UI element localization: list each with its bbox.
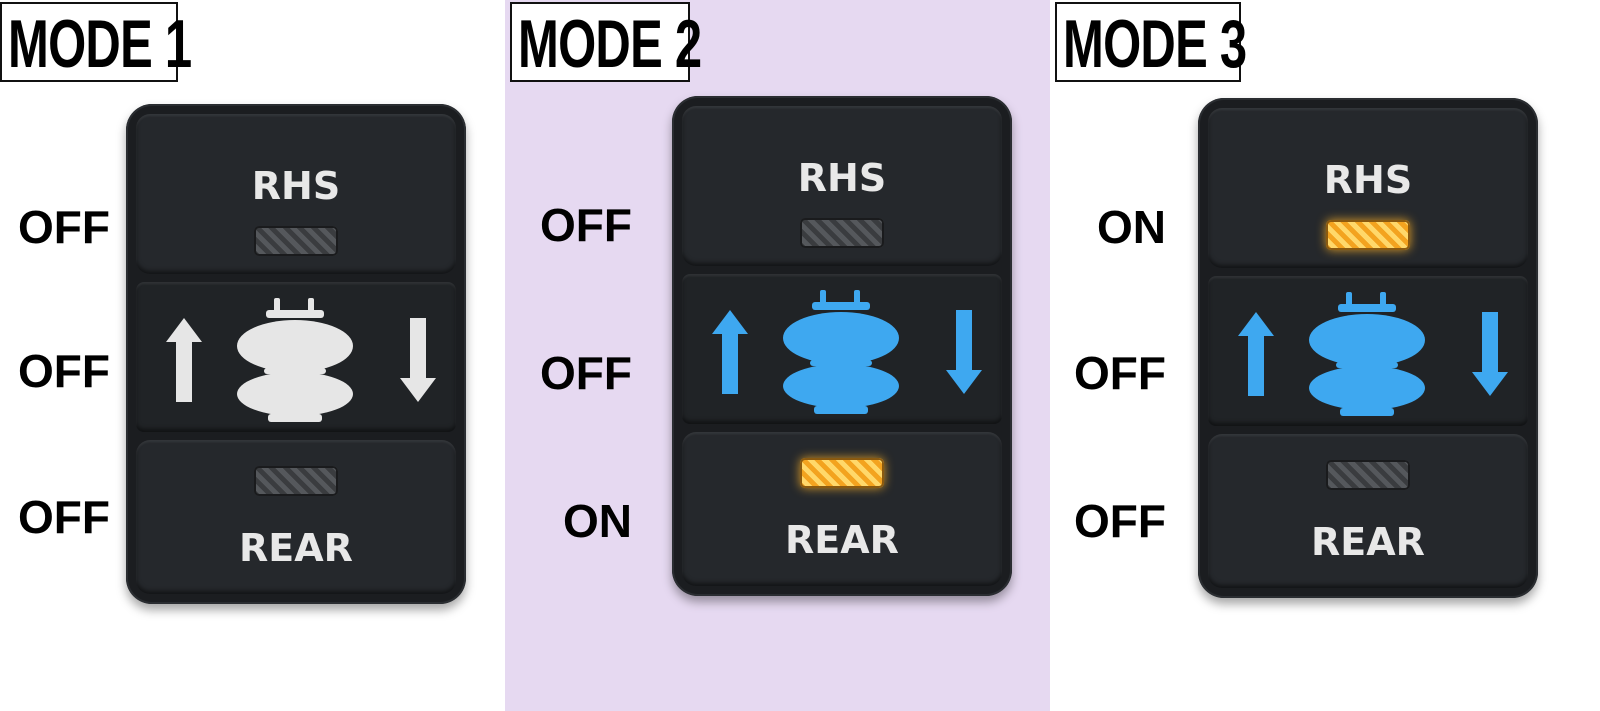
mode-2-rhs-panel[interactable]: RHS bbox=[682, 106, 1002, 266]
down-arrow-icon bbox=[1472, 312, 1508, 396]
mode-1-rhs-panel[interactable]: RHS bbox=[136, 114, 456, 274]
mode-3-rhs-label: RHS bbox=[1323, 158, 1413, 202]
mode-3-rhs-panel[interactable]: RHS bbox=[1208, 108, 1528, 268]
mode-1-height-panel[interactable] bbox=[136, 282, 456, 432]
mode-1-rear-label: REAR bbox=[239, 526, 353, 570]
up-arrow-icon bbox=[1238, 312, 1274, 396]
mode-2-rear-panel[interactable]: REAR bbox=[682, 432, 1002, 586]
down-arrow-icon bbox=[946, 310, 982, 394]
mode-2-state-mid: OFF bbox=[540, 347, 632, 399]
mode-1-state-bot: OFF bbox=[18, 491, 110, 543]
mode-2-height-panel[interactable] bbox=[682, 274, 1002, 424]
mode-2-rear-label: REAR bbox=[785, 518, 899, 562]
mode-3-switch[interactable]: RHS REAR bbox=[1198, 98, 1538, 598]
mode-1-rear-panel[interactable]: REAR bbox=[136, 440, 456, 594]
mode-1-rhs-led bbox=[254, 226, 338, 256]
mode-1-state-top: OFF bbox=[18, 201, 110, 253]
mode-2-title: MODE 2 bbox=[510, 2, 702, 82]
mode-3-title: MODE 3 bbox=[1055, 2, 1247, 82]
mode-2-rhs-led bbox=[800, 218, 884, 248]
mode-1-rhs-label: RHS bbox=[251, 164, 341, 208]
mode-2-rear-led bbox=[800, 458, 884, 488]
air-bag-icon bbox=[237, 298, 353, 422]
mode-3-state-bot: OFF bbox=[1074, 495, 1166, 547]
mode-1-switch[interactable]: RHS REAR bbox=[126, 104, 466, 604]
up-arrow-icon bbox=[712, 310, 748, 394]
air-bag-icon bbox=[783, 290, 899, 414]
mode-2-state-bot: ON bbox=[563, 495, 632, 547]
mode-1-rear-led bbox=[254, 466, 338, 496]
mode-3-rear-panel[interactable]: REAR bbox=[1208, 434, 1528, 588]
up-arrow-icon bbox=[166, 318, 202, 402]
mode-3-height-panel[interactable] bbox=[1208, 276, 1528, 426]
mode-3-state-mid: OFF bbox=[1074, 347, 1166, 399]
mode-1-state-mid: OFF bbox=[18, 345, 110, 397]
mode-3-rear-led bbox=[1326, 460, 1410, 490]
mode-2-state-top: OFF bbox=[540, 199, 632, 251]
down-arrow-icon bbox=[400, 318, 436, 402]
mode-1-title: MODE 1 bbox=[0, 2, 192, 82]
mode-3-rhs-led bbox=[1326, 220, 1410, 250]
mode-2-switch[interactable]: RHS REAR bbox=[672, 96, 1012, 596]
mode-3-rear-label: REAR bbox=[1311, 520, 1425, 564]
mode-3-state-top: ON bbox=[1097, 201, 1166, 253]
mode-2-rhs-label: RHS bbox=[797, 156, 887, 200]
air-bag-icon bbox=[1309, 292, 1425, 416]
